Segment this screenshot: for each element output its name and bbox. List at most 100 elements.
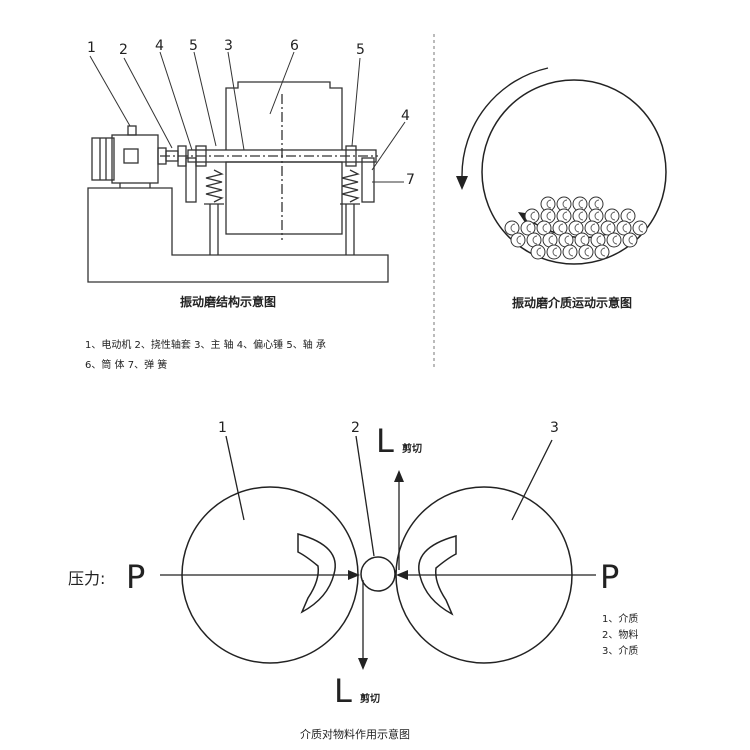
rotation-arrow-head <box>456 176 468 190</box>
force-labels: 1 2 3 L 剪切 L 剪切 压力: P P 1、介质 2、物料 3、介质 介… <box>68 420 638 741</box>
rotation-arrow-left <box>297 533 336 614</box>
grinding-media-balls <box>504 196 648 260</box>
grinding-ball <box>622 232 638 248</box>
grinding-ball-shade <box>578 199 584 209</box>
grinding-ball-shade <box>612 235 618 245</box>
grinding-ball-shade <box>584 247 590 257</box>
pressure-arrowhead-right <box>396 570 408 580</box>
grinding-ball-shade <box>628 235 634 245</box>
mill-base <box>87 187 389 283</box>
grinding-ball-shade <box>532 235 538 245</box>
grinding-ball <box>578 244 594 260</box>
force-label-2: 2 <box>351 420 360 436</box>
grinding-ball <box>600 220 616 236</box>
grinding-ball-shade <box>590 223 596 233</box>
grinding-ball-shade <box>580 235 586 245</box>
grinding-ball-shade <box>526 223 532 233</box>
bearing-right <box>345 145 357 167</box>
callout-2: 2 <box>119 42 128 58</box>
grinding-ball-shade <box>542 223 548 233</box>
rotation-arrow <box>461 67 549 177</box>
grinding-ball-shade <box>610 211 616 221</box>
callout-7: 7 <box>406 172 415 188</box>
grinding-ball <box>568 220 584 236</box>
mill-drum <box>481 79 667 265</box>
grinding-ball-shade <box>530 211 536 221</box>
media-motion-caption: 振动磨介质运动示意图 <box>512 295 632 310</box>
force-legend-2: 2、物料 <box>602 628 638 641</box>
grinding-ball-shade <box>546 211 552 221</box>
bearing-left <box>195 145 207 167</box>
spring-right <box>341 169 360 203</box>
grinding-ball-shade <box>622 223 628 233</box>
force-legend-3: 3、介质 <box>602 645 638 657</box>
force-label-1: 1 <box>218 420 227 436</box>
eccentric-weight-right <box>361 157 375 203</box>
force-legend-1: 1、介质 <box>602 613 638 625</box>
grinding-ball-shade <box>568 247 574 257</box>
eccentric-weight-left <box>185 157 197 203</box>
cylinder-lower <box>225 161 343 235</box>
grinding-ball <box>616 220 632 236</box>
grinding-ball-shade <box>562 211 568 221</box>
grinding-ball <box>530 244 546 260</box>
grinding-ball <box>606 232 622 248</box>
grinding-ball-shade <box>564 235 570 245</box>
force-action-caption: 介质对物料作用示意图 <box>300 727 410 741</box>
spring-left <box>205 169 224 203</box>
vibration-mill-structure <box>87 51 406 283</box>
grinding-ball <box>584 220 600 236</box>
grinding-ball-shade <box>606 223 612 233</box>
callout-3: 3 <box>224 38 233 54</box>
grinding-ball <box>504 220 520 236</box>
shear-letter-bottom: L <box>334 672 352 710</box>
grinding-ball <box>520 220 536 236</box>
grinding-ball <box>546 244 562 260</box>
grinding-ball <box>562 244 578 260</box>
callout-4: 4 <box>155 38 164 54</box>
motor <box>91 125 159 188</box>
mill-callout-labels: 1 2 4 5 3 6 5 4 7 <box>87 38 415 188</box>
grinding-ball <box>632 220 648 236</box>
force-label-3: 3 <box>550 420 559 436</box>
grinding-ball-shade <box>594 211 600 221</box>
material-particle <box>360 556 396 592</box>
grinding-ball-shade <box>552 247 558 257</box>
mill-legend-line2: 6、筒 体 7、弹 簧 <box>85 358 167 371</box>
mill-structure-caption: 振动磨结构示意图 <box>180 294 276 309</box>
cylinder-body <box>225 81 343 150</box>
grinding-ball-shade <box>558 223 564 233</box>
pressure-letter-left: P <box>126 558 145 596</box>
shear-arrowhead-up <box>394 470 404 482</box>
grinding-ball <box>536 220 552 236</box>
rotation-arrow-right <box>418 535 457 616</box>
callout-4b: 4 <box>401 108 410 124</box>
grinding-ball-shade <box>548 235 554 245</box>
shear-word-bottom: 剪切 <box>360 692 380 705</box>
callout-5: 5 <box>189 38 198 54</box>
grinding-ball-shade <box>546 199 552 209</box>
grinding-ball-shade <box>536 247 542 257</box>
grinding-ball-shade <box>596 235 602 245</box>
grinding-ball-shade <box>516 235 522 245</box>
grinding-ball-shade <box>626 211 632 221</box>
shear-arrowhead-down <box>358 658 368 670</box>
shear-letter-top: L <box>376 422 394 460</box>
grinding-ball <box>594 244 610 260</box>
grinding-ball <box>510 232 526 248</box>
shear-word-top: 剪切 <box>402 442 422 455</box>
grinding-ball-shade <box>594 199 600 209</box>
callout-leaders <box>89 51 406 183</box>
grinding-ball-shade <box>578 211 584 221</box>
grinding-ball-shade <box>562 199 568 209</box>
pressure-prefix: 压力: <box>68 569 105 588</box>
grinding-ball <box>552 220 568 236</box>
callout-6: 6 <box>290 38 299 54</box>
force-action-diagram <box>160 435 596 670</box>
grinding-ball-shade <box>574 223 580 233</box>
pressure-arrowhead-left <box>348 570 360 580</box>
callout-1: 1 <box>87 40 96 56</box>
mill-legend-line1: 1、电动机 2、挠性轴套 3、主 轴 4、偏心锤 5、轴 承 <box>85 338 326 351</box>
pressure-letter-right: P <box>600 558 619 596</box>
